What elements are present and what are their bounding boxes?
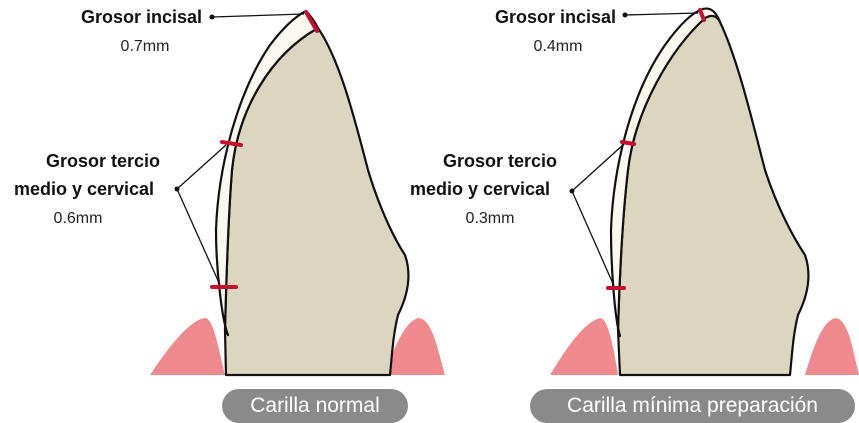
incisal-leader-dot xyxy=(623,13,628,18)
caption-minimal-prep-veneer-text: Carilla mínima preparación xyxy=(567,394,818,418)
mid-thickness-marker xyxy=(622,142,634,144)
incisal-leader-dot xyxy=(210,15,215,20)
incisal-label: Grosor incisal xyxy=(81,7,202,27)
gum-left xyxy=(150,318,225,375)
incisal-leader-line xyxy=(212,14,304,17)
mid-leader-dot xyxy=(570,189,575,194)
mid-leader-line xyxy=(177,145,226,189)
gum-left xyxy=(550,318,618,375)
mid-label-line-1: Grosor tercio xyxy=(46,151,160,171)
caption-minimal-prep-veneer: Carilla mínima preparación xyxy=(530,389,855,423)
caption-normal-veneer: Carilla normal xyxy=(222,389,408,423)
mid-label-line-2: medio y cervical xyxy=(14,179,154,199)
mid-leader-dot xyxy=(175,187,180,192)
mid-label-line-2: medio y cervical xyxy=(410,179,550,199)
mid-value: 0.6mm xyxy=(54,210,103,227)
mid-value: 0.3mm xyxy=(466,210,515,227)
tooth xyxy=(618,16,809,375)
mid-label-line-1: Grosor tercio xyxy=(443,151,557,171)
cervical-leader-line xyxy=(177,189,220,285)
incisal-value: 0.7mm xyxy=(121,38,170,55)
diagram-minimal-prep-veneer: Grosor incisal 0.4mm Grosor tercio medio… xyxy=(410,7,859,375)
cervical-leader-line xyxy=(572,191,614,286)
incisal-label: Grosor incisal xyxy=(495,7,616,27)
incisal-leader-line xyxy=(625,13,698,15)
diagram-normal-veneer: Grosor incisal 0.7mm Grosor tercio medio… xyxy=(14,7,445,375)
caption-normal-veneer-text: Carilla normal xyxy=(250,394,380,418)
incisal-value: 0.4mm xyxy=(534,38,583,55)
gum-right xyxy=(805,318,859,375)
